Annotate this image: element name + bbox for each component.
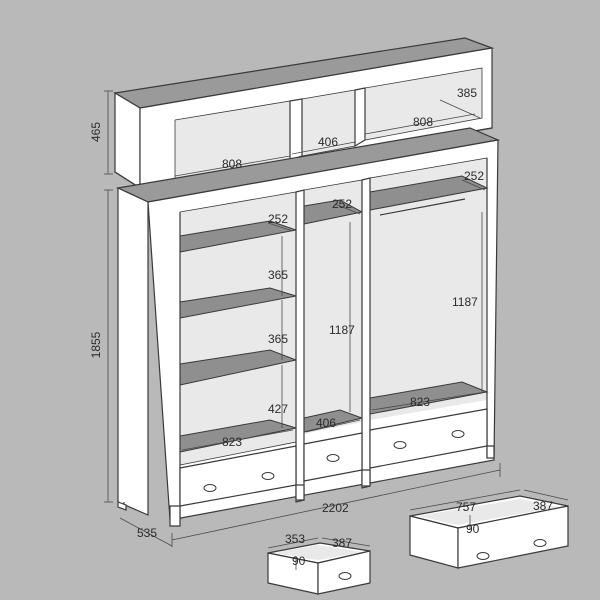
label-small-drawer-depth: 387: [332, 536, 352, 550]
label-top-height: 465: [89, 122, 103, 142]
main-wardrobe: [116, 127, 501, 527]
label-left-gap-2: 365: [268, 332, 288, 346]
divider-left: [295, 189, 305, 503]
label-small-drawer-width: 353: [285, 532, 305, 546]
middle-section-interior: [304, 180, 362, 434]
leg-back-left: [117, 501, 127, 511]
label-left-section-width: 823: [222, 435, 242, 449]
right-section-interior: [370, 158, 487, 420]
top-opening-right: [365, 68, 482, 140]
small-drawer-detail: [267, 537, 371, 595]
leg-front-middle: [295, 484, 305, 501]
dimension-labels: 465 1855 385 808 406 808 252 252 252 365…: [89, 86, 553, 568]
large-drawer-handle-2: [533, 539, 547, 547]
drawer-right-handle-2: [451, 430, 465, 438]
label-top-middle-width: 406: [318, 135, 338, 149]
label-top-depth: 385: [457, 86, 477, 100]
drawer-left-handle-2: [261, 472, 275, 480]
label-total-depth: 535: [137, 526, 157, 540]
label-left-gap-1: 365: [268, 268, 288, 282]
top-divider-left: [289, 98, 303, 161]
dimension-lines: [104, 90, 501, 547]
label-small-drawer-height: 90: [292, 554, 306, 568]
small-drawer-handle: [338, 572, 352, 580]
label-top-right-width: 808: [413, 115, 433, 129]
label-top-left-width: 808: [222, 157, 242, 171]
top-cabinet: [113, 37, 495, 190]
wardrobe-left-side: [117, 187, 149, 516]
hanging-rail: [379, 198, 466, 216]
label-right-hanging-height: 1187: [452, 295, 478, 309]
drawer-right-handle-1: [393, 441, 407, 449]
leg-front-left: [169, 505, 181, 527]
top-opening-middle: [302, 90, 355, 156]
drawer-middle-handle: [326, 454, 340, 462]
leg-front-middle2: [361, 469, 371, 487]
label-middle-section-width: 406: [316, 416, 336, 430]
leg-front-right: [486, 445, 495, 459]
label-total-width: 2202: [322, 501, 349, 515]
label-large-drawer-depth: 387: [533, 499, 553, 513]
label-right-shelf-depth: 252: [464, 169, 484, 183]
label-middle-shelf-depth: 252: [332, 197, 352, 211]
top-opening-left: [175, 101, 290, 182]
label-left-shelf-depth: 252: [268, 212, 288, 226]
large-drawer-handle-1: [476, 552, 490, 560]
label-middle-hanging-height: 1187: [329, 323, 355, 337]
drawer-left-handle-1: [203, 484, 217, 492]
label-left-gap-3: 427: [268, 402, 288, 416]
label-total-height: 1855: [89, 331, 103, 358]
label-large-drawer-width: 757: [456, 500, 476, 514]
label-right-section-width: 823: [410, 395, 430, 409]
left-section-interior: [180, 192, 296, 465]
large-drawer-detail: [409, 489, 569, 569]
label-large-drawer-height: 90: [466, 522, 480, 536]
divider-right: [361, 177, 371, 489]
top-divider-right: [354, 87, 366, 148]
